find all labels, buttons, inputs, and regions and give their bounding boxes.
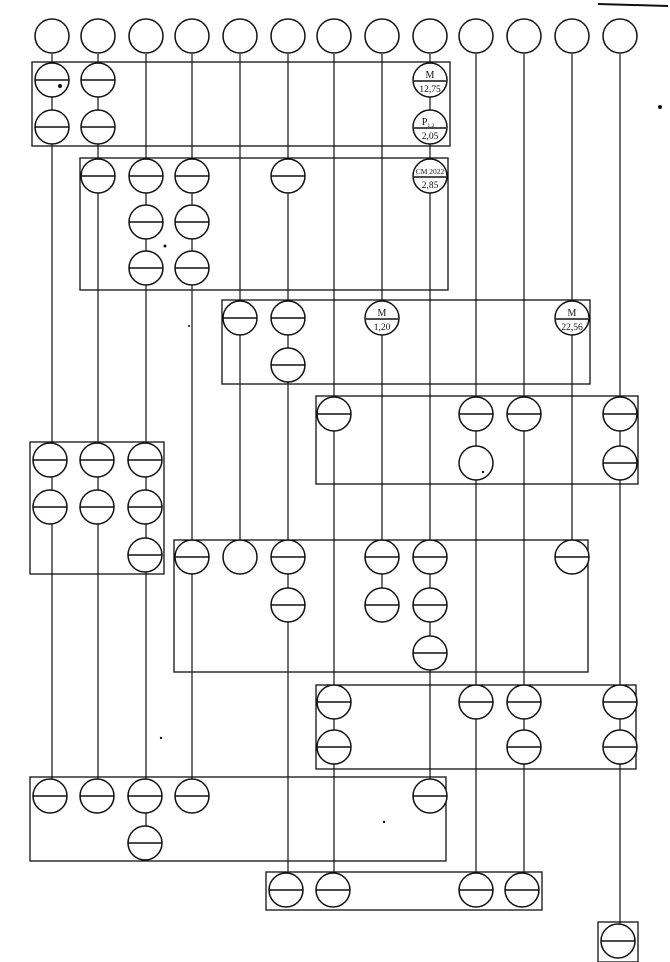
terminal-node [458, 18, 494, 54]
bar-node [79, 489, 115, 525]
bar-node [270, 158, 306, 194]
node-label-bottom: 12,75 [419, 85, 441, 95]
group-box-1 [31, 61, 451, 147]
labelled-node-m-22-56: M 22,56 [554, 300, 590, 336]
bar-node [127, 489, 163, 525]
group-box-2 [79, 157, 449, 291]
terminal-node [412, 18, 448, 54]
bar-node [268, 872, 304, 908]
bar-node [79, 442, 115, 478]
bar-node [32, 489, 68, 525]
scan-specks [58, 84, 662, 824]
bar-node [174, 158, 210, 194]
group-box-10 [597, 921, 639, 962]
terminal-node [80, 18, 116, 54]
group-box-3 [221, 299, 591, 385]
plain-node [458, 445, 494, 481]
node-label-top: M [378, 308, 387, 319]
terminal-node [364, 18, 400, 54]
top-terminals [34, 18, 638, 54]
terminal-node [316, 18, 352, 54]
group-box-5 [29, 441, 165, 575]
node-label-top: M [568, 308, 577, 319]
bar-node [458, 872, 494, 908]
bar-node [412, 539, 448, 575]
bar-node [127, 537, 163, 573]
terminal-node [506, 18, 542, 54]
labelled-node-p-2-05: P1,2 2,05 [412, 109, 448, 145]
bar-node [222, 300, 258, 336]
bar-node [174, 778, 210, 814]
bar-node [127, 825, 163, 861]
bar-node [127, 442, 163, 478]
bar-node [504, 872, 540, 908]
node-label-bottom: 1,20 [374, 323, 391, 333]
group-box-4 [315, 395, 639, 485]
bar-node [128, 158, 164, 194]
labelled-node-cm-2022: CM 2022 2,85 [412, 158, 448, 194]
bar-node [554, 539, 590, 575]
bar-node [316, 396, 352, 432]
bar-node [602, 396, 638, 432]
terminal-node [174, 18, 210, 54]
bar-node [316, 684, 352, 720]
bar-node [602, 445, 638, 481]
bar-node [80, 109, 116, 145]
bar-nodes [32, 62, 638, 959]
bar-node [458, 684, 494, 720]
bar-node [32, 442, 68, 478]
group-box-8 [29, 776, 447, 862]
bar-node [34, 62, 70, 98]
bar-node [174, 204, 210, 240]
bar-node [174, 539, 210, 575]
bar-node [412, 587, 448, 623]
node-label-top: M [426, 70, 435, 81]
node-label-bottom: 2,85 [422, 181, 439, 191]
bar-node [80, 158, 116, 194]
terminal-node [554, 18, 590, 54]
terminal-node [34, 18, 70, 54]
bar-node [270, 347, 306, 383]
bar-node [128, 204, 164, 240]
bar-node [315, 872, 351, 908]
plain-node [222, 539, 258, 575]
bar-node [270, 539, 306, 575]
bar-node [364, 539, 400, 575]
bar-node [602, 684, 638, 720]
bar-node [458, 396, 494, 432]
node-label-top: P1,2 [422, 117, 435, 129]
node-label-subscript: 1,2 [427, 123, 434, 129]
terminal-node [222, 18, 258, 54]
bar-node [412, 778, 448, 814]
bar-node [600, 923, 636, 959]
node-label-bottom: 22,56 [561, 323, 583, 333]
bar-node [506, 684, 542, 720]
labelled-node-m-12-75: M 12,75 [412, 62, 448, 98]
bar-node [364, 587, 400, 623]
bar-node [506, 396, 542, 432]
bar-node [270, 300, 306, 336]
bar-node [127, 778, 163, 814]
bar-node [79, 778, 115, 814]
group-box-9 [265, 871, 543, 911]
scan-edge-mark [597, 3, 669, 7]
node-label-bottom: 2,05 [422, 132, 439, 142]
labelled-node-m-1-20: M 1,20 [364, 300, 400, 336]
terminal-node [602, 18, 638, 54]
bar-node [174, 250, 210, 286]
bar-node [506, 729, 542, 765]
bar-node [32, 778, 68, 814]
bar-node [602, 729, 638, 765]
bar-node [412, 635, 448, 671]
bar-node [316, 729, 352, 765]
node-label-top: CM 2022 [416, 167, 445, 176]
terminal-node [270, 18, 306, 54]
bar-node [34, 109, 70, 145]
bar-node [270, 587, 306, 623]
terminal-node [128, 18, 164, 54]
bar-node [80, 62, 116, 98]
bar-node [128, 250, 164, 286]
